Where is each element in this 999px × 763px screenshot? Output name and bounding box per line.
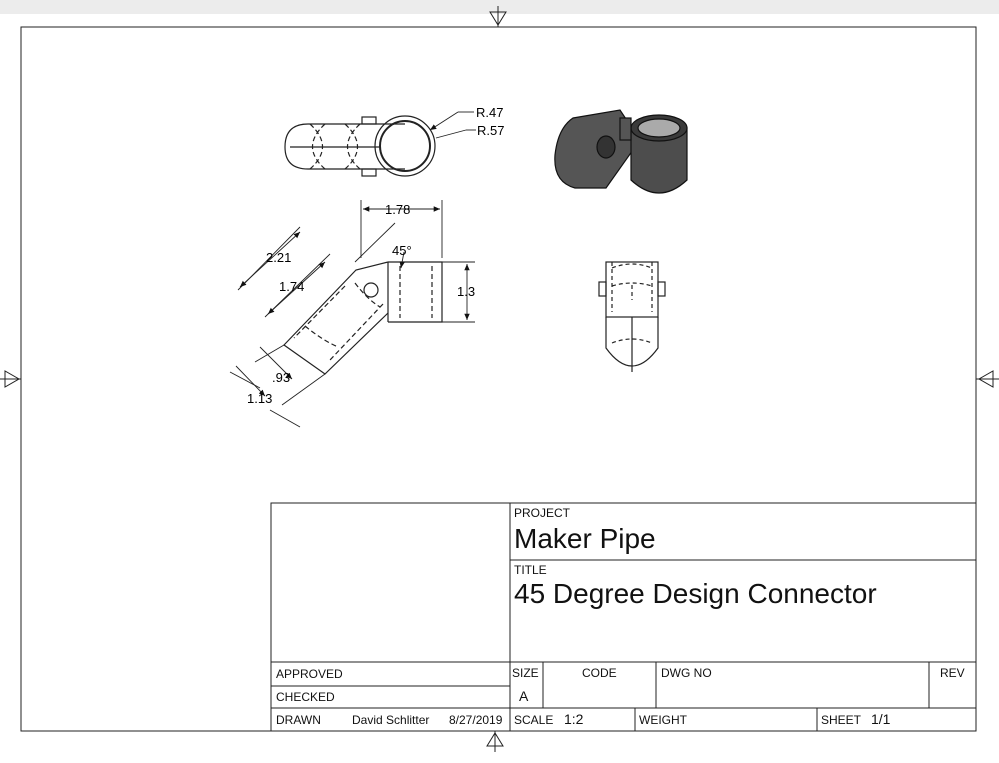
checked-label: CHECKED <box>276 690 335 704</box>
drawn-date: 8/27/2019 <box>449 713 503 727</box>
weight-label: WEIGHT <box>639 713 687 727</box>
dim-angle: 45° <box>392 243 412 258</box>
dim-r-outer: R.57 <box>477 123 504 138</box>
dim-d2: 1.13 <box>247 391 272 406</box>
center-mark-left <box>0 370 21 388</box>
drawn-label: DRAWN <box>276 713 321 727</box>
sheet-value: 1/1 <box>871 711 891 727</box>
front-view <box>229 200 475 428</box>
side-view <box>598 261 666 372</box>
top-view <box>284 111 476 177</box>
center-mark-right <box>976 370 999 388</box>
rev-label: REV <box>940 666 965 680</box>
project-value: Maker Pipe <box>514 523 656 554</box>
sheet-label: SHEET <box>821 713 862 727</box>
dim-d1: .93 <box>272 370 290 385</box>
iso-view <box>554 109 688 194</box>
drawn-by: David Schlitter <box>352 713 430 727</box>
center-mark-bottom <box>486 731 504 752</box>
dim-width-top: 1.78 <box>385 202 410 217</box>
title-label: TITLE <box>514 563 547 577</box>
project-label: PROJECT <box>514 506 571 520</box>
center-mark-top <box>489 6 507 27</box>
size-value: A <box>519 688 529 704</box>
dim-len-inner: 1.74 <box>279 279 304 294</box>
dim-len-outer: 2.21 <box>266 250 291 265</box>
title-value: 45 Degree Design Connector <box>514 578 877 609</box>
size-label: SIZE <box>512 666 539 680</box>
scale-label: SCALE <box>514 713 554 727</box>
dwg-no-label: DWG NO <box>661 666 712 680</box>
approved-label: APPROVED <box>276 667 343 681</box>
dim-r-inner: R.47 <box>476 105 503 120</box>
code-label: CODE <box>582 666 617 680</box>
dim-height: 1.3 <box>457 284 475 299</box>
scale-value: 1:2 <box>564 711 584 727</box>
title-block <box>270 502 977 732</box>
